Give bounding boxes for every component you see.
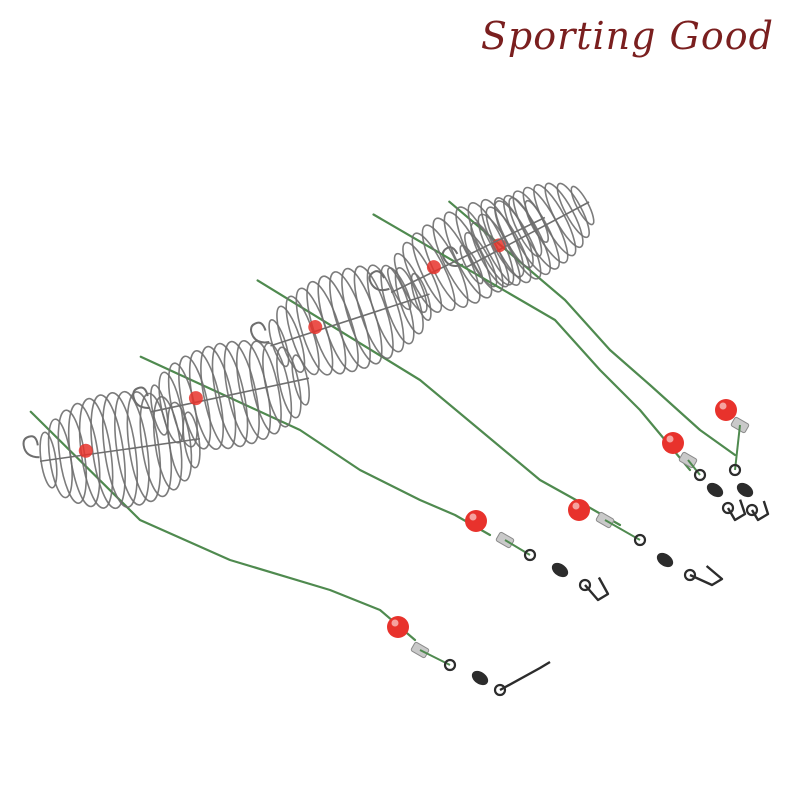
swivel-ring [745, 503, 759, 517]
red-bead [568, 499, 590, 521]
wire-loop [22, 435, 40, 459]
swivel-ring [523, 548, 537, 562]
leader-tail [734, 424, 741, 471]
wire-loop [441, 246, 464, 267]
swivel-ring [578, 578, 592, 592]
swivel-barrel [656, 552, 674, 568]
cage-spine [150, 377, 310, 413]
bead-highlight [719, 402, 727, 410]
snap-clip [689, 565, 724, 587]
red-bead [465, 510, 487, 532]
swivel-ring [693, 468, 707, 482]
swivel-ring [443, 658, 457, 672]
bead-highlight [572, 502, 580, 510]
snap-clip [499, 660, 551, 692]
wire-cage [250, 264, 432, 376]
swivel-ring [728, 463, 742, 477]
wire-loop [368, 270, 390, 292]
cage-spine [270, 293, 430, 347]
inner-bead [188, 391, 203, 406]
inner-bead [308, 320, 323, 335]
snap-clip [726, 499, 747, 522]
bead-highlight [391, 619, 399, 627]
swivel-ring [721, 501, 735, 515]
wire-loop [132, 386, 151, 409]
watermark-text: Sporting Good [480, 14, 774, 58]
swivel-barrel [471, 670, 489, 686]
swivel-barrel [706, 482, 724, 498]
bait-cage-feeder [250, 264, 724, 587]
swivel-ring [633, 533, 647, 547]
cage-spine [390, 216, 546, 294]
red-bead [387, 616, 409, 638]
snap-clip [584, 576, 610, 602]
leader-line [139, 355, 492, 537]
wire-cage [441, 182, 595, 288]
red-bead [662, 432, 684, 454]
leader-line [256, 279, 622, 527]
bait-cage-feeder [22, 390, 551, 697]
cage-spine [39, 437, 201, 463]
bait-cage-feeder [368, 196, 747, 522]
bead-highlight [666, 435, 674, 443]
bait-cage-feeder [441, 182, 770, 522]
inner-bead [78, 443, 93, 458]
snap-clip [750, 500, 770, 522]
red-bead [715, 399, 737, 421]
leader-tail [687, 459, 701, 476]
swivel-ring [493, 683, 507, 697]
wire-cage [22, 390, 201, 510]
swivel-ring [683, 568, 697, 582]
wire-cage [368, 196, 549, 314]
bead-highlight [469, 513, 477, 521]
leader-tail [604, 519, 641, 541]
swivel-barrel [736, 482, 754, 498]
inner-bead [426, 260, 441, 275]
swivel-barrel [551, 562, 569, 578]
leader-line [448, 200, 737, 457]
